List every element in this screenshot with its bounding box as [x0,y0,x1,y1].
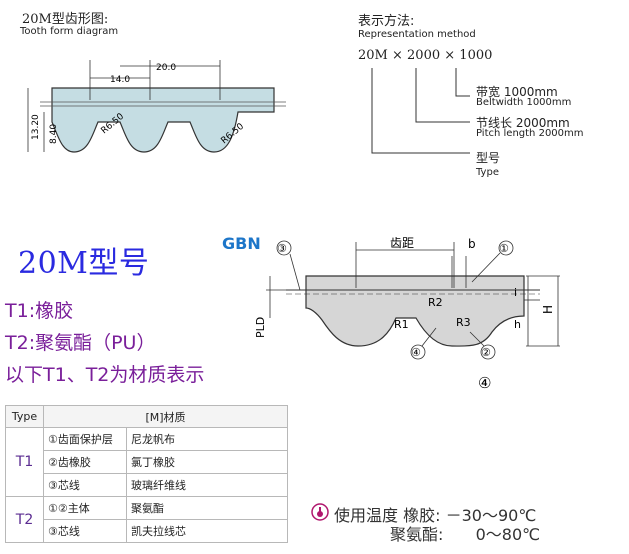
callout-1: ① [499,242,509,255]
material-note: 以下T1、T2为材质表示 [5,364,205,386]
repr-type-cn: 型号 [476,151,501,165]
table-row: T2 ①②主体 聚氨酯 [5,496,288,543]
group-t1: T1 [5,427,44,497]
temp-pu-line: 聚氨酯: 0～80℃ [390,521,540,545]
callout-4: ④ [411,346,421,359]
repr-subtitle: Representation method [358,29,476,40]
figure-number: ④ [478,374,491,392]
repr-pitch-cn: 节线长 2000mm [476,116,570,130]
temp-rubber-range: －30～90℃ [445,506,537,525]
material-cell: 氯丁橡胶 [126,450,288,474]
temp-rubber-label: 橡胶: [403,506,441,525]
table-row: T1 ①齿面保护层 尼龙帆布 [5,427,288,497]
H-label: H [541,305,555,314]
callout-2: ② [481,346,491,359]
table-header-row: Type [M]材质 [5,405,288,428]
b-label: b [468,237,476,251]
tooth-form-subtitle: Tooth form diagram [20,26,119,37]
table-row: ②齿橡胶 氯丁橡胶 [6,450,288,474]
repr-width-cn: 带宽 1000mm [476,85,558,99]
pld-label: PLD [254,317,267,338]
r1-label: R1 [394,318,409,331]
part-cell: ②齿橡胶 [43,450,127,474]
brand-logo: GBN [222,234,261,253]
pitch-label: 齿距 [390,236,414,250]
material-cell: 玻璃纤维线 [126,473,288,497]
header-type: Type [5,405,44,428]
temp-rubber-line: 使用温度 橡胶: －30～90℃ [334,502,536,526]
material-cell: 尼龙帆布 [126,427,288,451]
header-material: [M]材质 [43,405,288,428]
repr-leader-lines [371,68,470,154]
material-table: Type [M]材质 T1 ①齿面保护层 尼龙帆布 ②齿橡胶 氯丁橡胶 ③芯线 … [5,405,288,543]
h-label: h [514,318,521,331]
material-t1: T1:橡胶 [5,300,74,322]
material-cell: 聚氨酯 [126,496,288,520]
repr-type-en: Type [476,167,499,178]
belt-section-diagram: 齿距 b ① ③ ④ ② R1 R2 R3 i h H PLD ④ [254,236,560,392]
dim-tooth: 8.40 [49,124,59,144]
group-t2: T2 [5,496,44,543]
temp-label: 使用温度 [334,506,399,525]
temp-pu-range: 0～80℃ [475,525,541,544]
table-row: ③芯线 玻璃纤维线 [6,473,288,497]
part-cell: ③芯线 [43,519,127,543]
dim-top: 14.0 [110,75,130,85]
part-cell: ③芯线 [43,473,127,497]
material-cell: 凯夫拉线芯 [126,519,288,543]
part-cell: ①②主体 [43,496,127,520]
repr-pitch-en: Pitch length 2000mm [476,128,584,139]
table-row: ③芯线 凯夫拉线芯 [6,519,288,543]
formula-length: 2000 [407,48,441,63]
dim-pitch: 20.0 [156,63,176,73]
r3-label: R3 [456,316,471,329]
times-sign-2: × [444,48,460,63]
callout-3: ③ [277,242,287,255]
model-title: 20M型号 [18,246,150,281]
tooth-form-title: 20M型齿形图: [22,12,109,27]
formula-width: 1000 [459,48,493,63]
repr-title: 表示方法: [358,14,415,29]
r2-label: R2 [428,296,443,309]
repr-width-en: Beltwidth 1000mm [476,97,572,108]
temp-pu-label: 聚氨酯: [390,525,444,544]
thermometer-icon [311,503,329,521]
dim-height: 13.20 [31,114,41,140]
repr-formula: 20M × 2000 × 1000 [358,48,492,63]
part-cell: ①齿面保护层 [43,427,127,451]
formula-type: 20M [358,48,388,63]
times-sign-1: × [392,48,408,63]
tooth-form-diagram: 20.0 14.0 13.20 8.40 R6.50 R6.50 [27,60,286,153]
i-label: i [514,286,517,299]
material-t2: T2:聚氨酯（PU） [5,332,156,354]
